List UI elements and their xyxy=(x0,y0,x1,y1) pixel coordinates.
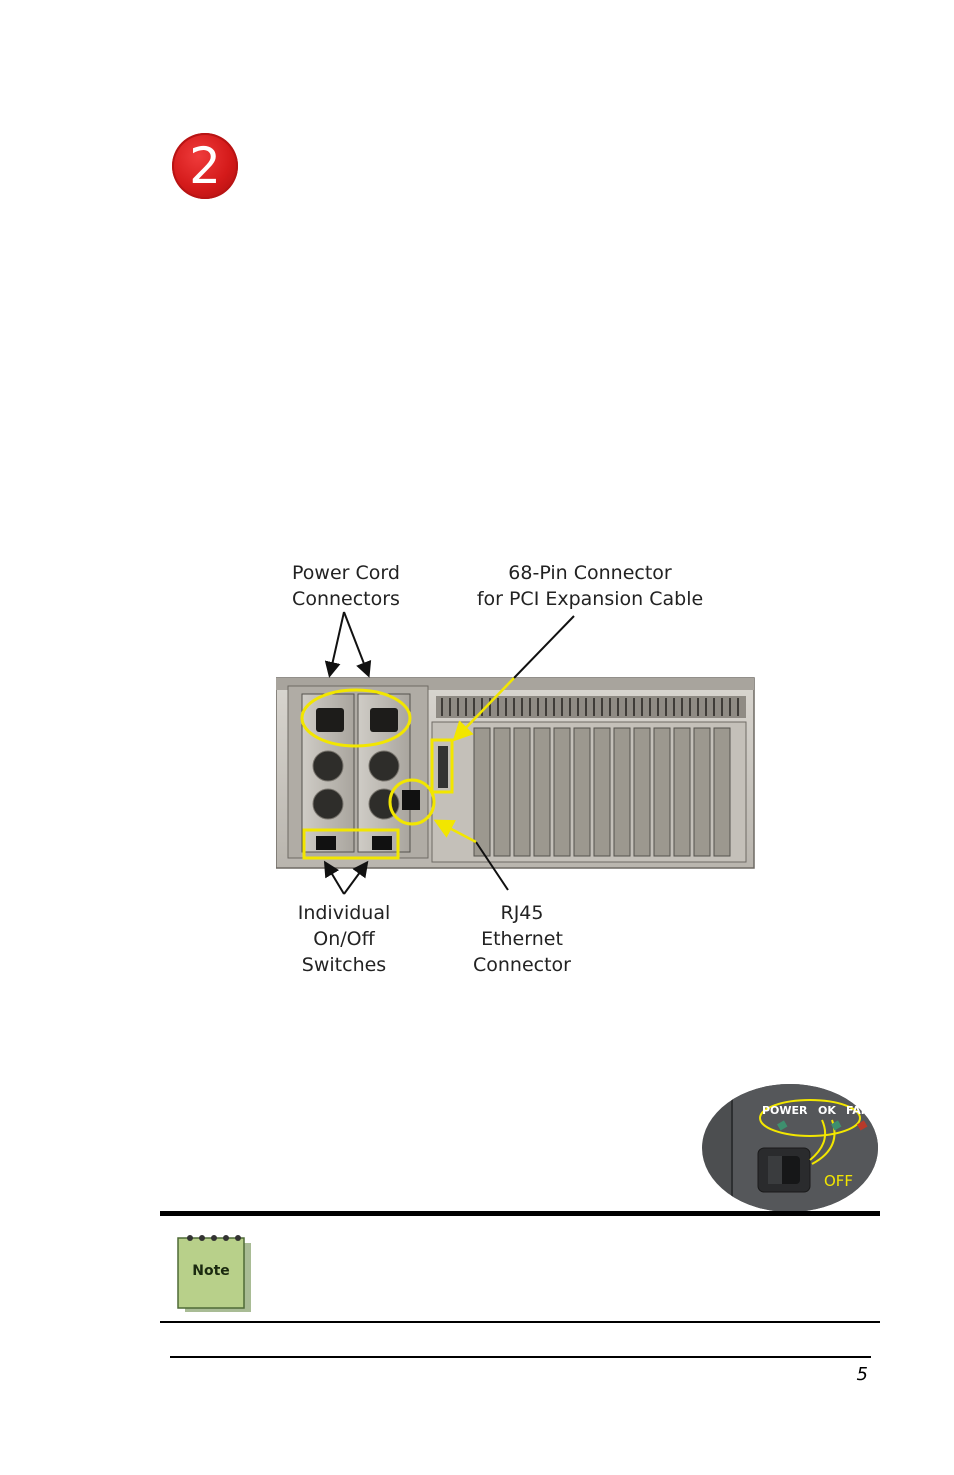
note-top-rule xyxy=(160,1211,880,1216)
rj45-label-line3: Connector xyxy=(473,954,571,976)
inset-off-text: OFF xyxy=(824,1172,853,1190)
inset-power-text: POWER xyxy=(762,1104,808,1117)
power-switch-inset: POWER OK FAN OFF xyxy=(702,1084,878,1212)
page-number: 5 xyxy=(856,1364,868,1385)
pin-connector-highlight xyxy=(430,738,454,794)
inset-ok-text: OK xyxy=(818,1104,836,1117)
power-socket-left xyxy=(316,708,344,732)
pin-connector-label-line1: 68-Pin Connector xyxy=(508,562,672,584)
switches-label: Individual On/Off Switches xyxy=(284,900,404,978)
power-cord-label: Power Cord Connectors xyxy=(286,560,406,612)
power-cord-label-line1: Power Cord xyxy=(292,562,400,584)
power-socket-right xyxy=(370,708,398,732)
rj45-label-line1: RJ45 xyxy=(500,902,544,924)
power-cord-highlight xyxy=(300,688,412,748)
pin-connector-label-line2: for PCI Expansion Cable xyxy=(476,588,704,610)
note-bottom-rule xyxy=(160,1321,880,1323)
switches-label-line1: Individual xyxy=(297,902,391,924)
rj45-port xyxy=(402,790,420,810)
rj45-highlight xyxy=(388,778,436,826)
inset-fan-text: FAN xyxy=(846,1104,870,1117)
switches-highlight xyxy=(302,828,400,860)
rj45-label-line2: Ethernet xyxy=(481,928,563,950)
step-number-badge: 2 xyxy=(172,133,238,199)
note-icon-label: Note xyxy=(192,1263,230,1279)
switches-label-line2: On/Off xyxy=(313,928,375,950)
power-cord-label-line2: Connectors xyxy=(292,588,400,610)
pin-connector-label: 68-Pin Connector for PCI Expansion Cable xyxy=(472,560,708,612)
footer-rule xyxy=(170,1356,871,1358)
rear-panel-figure: Power Cord Connectors 68-Pin Connector f… xyxy=(276,560,768,980)
rj45-label: RJ45 Ethernet Connector xyxy=(462,900,582,978)
rear-panel-illustration xyxy=(276,611,755,895)
switches-label-line3: Switches xyxy=(301,954,387,976)
note-icon: Note xyxy=(176,1232,254,1313)
